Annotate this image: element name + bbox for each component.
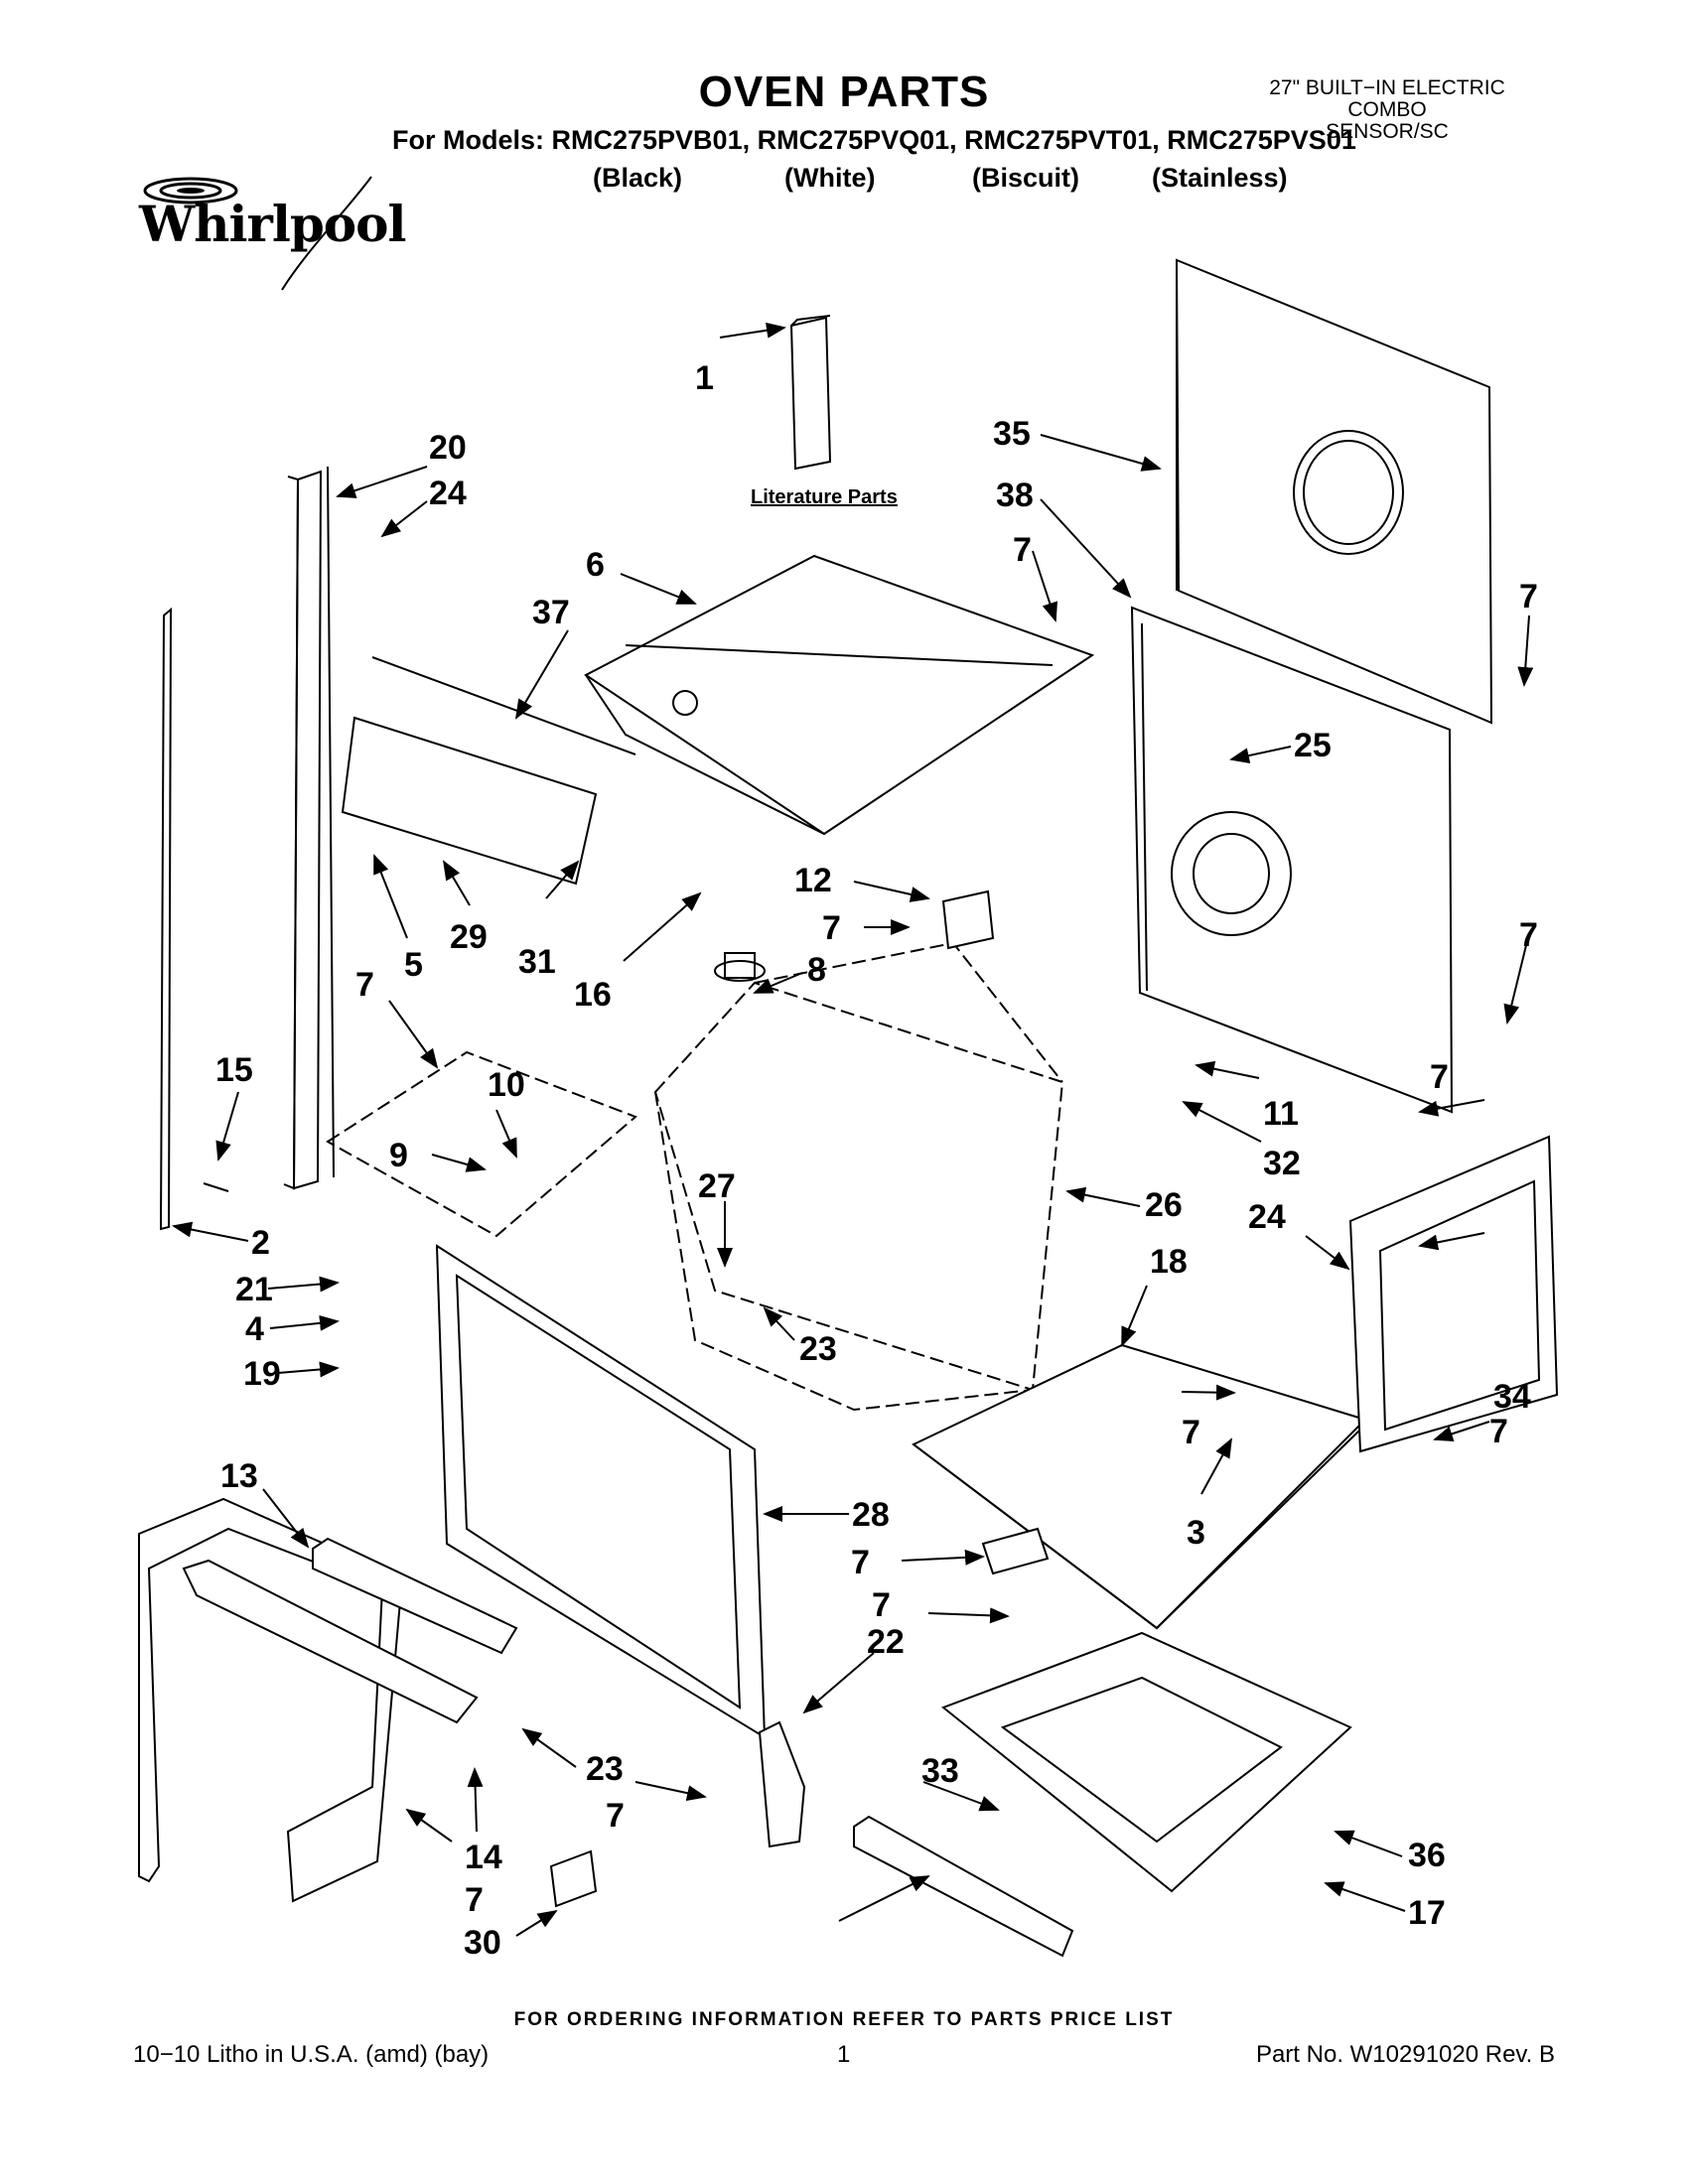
callout-15: 15 <box>215 1051 253 1089</box>
callout-38: 38 <box>996 477 1034 514</box>
callout-7: 7 <box>606 1797 625 1835</box>
rear-panel-25 <box>1130 606 1454 1114</box>
top-panel-6 <box>584 554 1095 836</box>
callout-6: 6 <box>586 546 605 584</box>
callout-7: 7 <box>1519 578 1538 615</box>
bracket-3 <box>758 1720 806 1848</box>
callout-7: 7 <box>1519 916 1538 954</box>
ordering-note: FOR ORDERING INFORMATION REFER TO PARTS … <box>513 2009 1175 2030</box>
callout-2: 2 <box>251 1224 270 1262</box>
callout-37: 37 <box>532 594 570 631</box>
callout-18: 18 <box>1150 1243 1188 1281</box>
bracket-28 <box>981 1527 1050 1575</box>
callout-24: 24 <box>429 475 467 512</box>
callout-5: 5 <box>404 946 423 984</box>
literature-parts-drawing <box>789 315 832 471</box>
callout-4: 4 <box>245 1310 264 1348</box>
rear-cover-35 <box>1175 258 1493 725</box>
callout-12: 12 <box>794 862 832 899</box>
callout-35: 35 <box>993 415 1031 453</box>
sensor-8 <box>714 952 766 982</box>
callout-30: 30 <box>464 1924 501 1962</box>
callout-25: 25 <box>1294 727 1332 764</box>
screw-15 <box>203 1182 229 1192</box>
literature-label: Literature Parts <box>751 486 898 508</box>
callout-7: 7 <box>355 966 374 1004</box>
product-type-line-1: 27" BUILT−IN ELECTRIC <box>1269 76 1505 99</box>
callout-33: 33 <box>921 1752 959 1790</box>
callout-7: 7 <box>465 1881 484 1919</box>
callout-7: 7 <box>822 909 841 947</box>
callout-36: 36 <box>1408 1837 1446 1874</box>
callout-11: 11 <box>1263 1095 1299 1133</box>
callout-20: 20 <box>429 429 467 467</box>
callout-31: 31 <box>518 943 556 981</box>
callout-32: 32 <box>1263 1145 1301 1182</box>
callout-7: 7 <box>1013 531 1032 569</box>
insulation-34 <box>312 1537 518 1655</box>
callout-13: 13 <box>220 1457 258 1495</box>
callout-26: 26 <box>1145 1186 1183 1224</box>
page-number: 1 <box>837 2041 851 2068</box>
callout-34: 34 <box>1493 1378 1531 1416</box>
callout-27: 27 <box>698 1167 736 1205</box>
page-title: OVEN PARTS <box>698 68 990 116</box>
clip-17 <box>549 1849 598 1908</box>
variant-black: (Black) <box>593 163 683 193</box>
callout-17: 17 <box>1408 1894 1446 1932</box>
bottom-tray-33 <box>941 1631 1352 1893</box>
knob-assembly-10 <box>326 1050 637 1238</box>
callout-24: 24 <box>1248 1198 1286 1236</box>
callout-21: 21 <box>235 1271 273 1308</box>
callout-9: 9 <box>389 1137 408 1174</box>
callout-7: 7 <box>1430 1058 1449 1096</box>
callout-8: 8 <box>807 951 826 989</box>
callout-28: 28 <box>852 1496 890 1534</box>
callout-10: 10 <box>488 1066 525 1104</box>
callout-3: 3 <box>1187 1514 1205 1552</box>
control-panel-37 <box>341 656 636 886</box>
callout-7: 7 <box>851 1544 870 1581</box>
product-type-line-2: COMBO <box>1347 98 1427 121</box>
callout-22: 22 <box>867 1623 905 1661</box>
product-type-line-3: SENSOR/SC <box>1326 120 1449 143</box>
callout-19: 19 <box>243 1355 281 1393</box>
vent-36 <box>182 1559 479 1724</box>
callout-23: 23 <box>799 1330 837 1368</box>
gasket-14 <box>138 1497 404 1903</box>
callout-14: 14 <box>465 1839 502 1876</box>
trim-strip-2 <box>159 607 173 1231</box>
print-info: 10−10 Litho in U.S.A. (amd) (bay) <box>133 2041 490 2068</box>
callout-29: 29 <box>450 918 488 956</box>
whirlpool-logo-text: Whirlpool <box>139 195 406 253</box>
whirlpool-logo-swirl <box>143 176 372 291</box>
variant-white: (White) <box>784 163 876 193</box>
model-list: For Models: RMC275PVB01, RMC275PVQ01, RM… <box>392 125 1356 155</box>
variant-biscuit: (Biscuit) <box>972 163 1079 193</box>
callout-7: 7 <box>1182 1414 1200 1451</box>
callout-16: 16 <box>574 976 612 1014</box>
toe-kick-30 <box>853 1815 1074 1958</box>
side-panel-24 <box>1348 1135 1559 1453</box>
part-number: Part No. W10291020 Rev. B <box>1255 2041 1555 2068</box>
callout-7: 7 <box>872 1586 891 1624</box>
variant-stainless: (Stainless) <box>1152 163 1288 193</box>
door-frame-13 <box>435 1244 767 1739</box>
callout-7: 7 <box>1489 1413 1508 1450</box>
callout-1: 1 <box>695 359 714 397</box>
frame-side-20 <box>283 466 335 1190</box>
bottom-panel-18 <box>912 1343 1367 1630</box>
bracket-12 <box>941 889 995 950</box>
callout-23: 23 <box>586 1750 624 1788</box>
